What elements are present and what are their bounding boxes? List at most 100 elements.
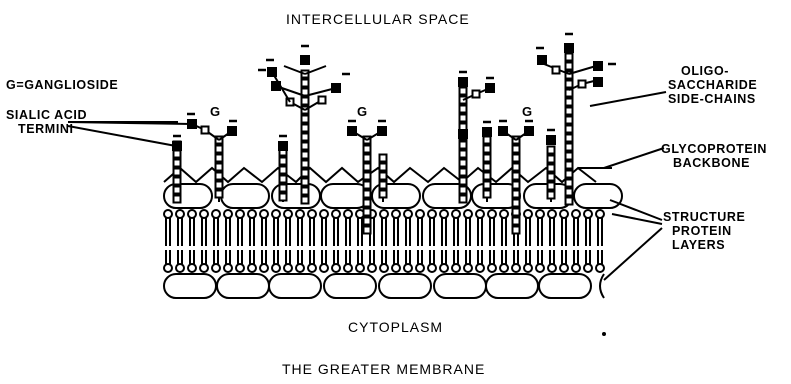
lipid-head [248,264,256,272]
sugar-unit [484,191,491,198]
sialic-unit [499,127,507,135]
sugar-unit [513,182,520,189]
sugar-unit [566,90,573,97]
sugar-unit [364,209,371,216]
lipid-head [260,264,268,272]
lipid-head [416,264,424,272]
intercellular-space-label: INTERCELLULAR SPACE [286,12,470,26]
sugar-unit [566,81,573,88]
protein-oval [321,184,369,208]
sugar-unit [460,169,467,176]
lipid-head [176,264,184,272]
lipid-head [188,264,196,272]
lipid-head [188,210,196,218]
sugar-unit [566,189,573,196]
lipid-head [236,210,244,218]
structure-leader-line [604,228,662,280]
sugar-unit [364,146,371,153]
membrane-caption: THE GREATER MEMBRANE [282,362,485,376]
lipid-head [428,264,436,272]
sugar-unit [174,178,181,185]
sugar-unit [216,182,223,189]
ganglioside-legend: G=GANGLIOSIDE [6,78,118,92]
sugar-unit [566,171,573,178]
lipid-head [272,210,280,218]
structure-leader-line [610,200,662,220]
sugar-unit [566,135,573,142]
sialic-unit [565,44,573,52]
sugar-unit [513,155,520,162]
sugar-unit [460,187,467,194]
sugar-unit [364,173,371,180]
protein-oval [269,274,321,298]
protein-oval [221,184,269,208]
lipid-head [164,264,172,272]
lipid-head [344,264,352,272]
lipid-head [224,210,232,218]
lipid-head [344,210,352,218]
lipid-head [548,264,556,272]
sugar-unit [319,97,326,104]
sugar-unit [548,174,555,181]
sugar-unit [566,117,573,124]
glycoprotein-label-line-2: BACKBONE [673,156,750,170]
protein-oval [539,274,591,298]
lipid-head [212,210,220,218]
protein-oval [574,184,622,208]
sialic-unit [547,136,555,144]
sugar-unit [280,194,287,201]
lipid-head [536,210,544,218]
sugar-unit [364,200,371,207]
sugar-unit [364,164,371,171]
lipid-head [440,210,448,218]
lipid-head [524,264,532,272]
sugar-unit [216,191,223,198]
sugar-unit [216,155,223,162]
lipid-head [308,264,316,272]
sugar-unit [460,196,467,203]
sugar-unit [174,151,181,158]
sugar-unit [280,167,287,174]
lipid-head [584,264,592,272]
sugar-unit [566,153,573,160]
sugar-unit [302,161,309,168]
sialic-unit [348,127,356,135]
lipid-head [464,210,472,218]
lipid-head [176,210,184,218]
lipid-head [464,264,472,272]
oligosaccharide-label-line-1: OLIGO- [681,64,729,78]
oligo-leader-line [590,92,666,106]
sugar-unit [484,173,491,180]
sugar-unit [460,106,467,113]
sugar-unit [513,191,520,198]
lipid-head [584,210,592,218]
sugar-unit [566,108,573,115]
lipid-head [368,264,376,272]
sialic-unit [594,78,602,86]
lipid-head [356,264,364,272]
lipid-head [380,210,388,218]
lipid-head [164,210,172,218]
ganglioside-marker-3: G [522,104,532,119]
sugar-unit [460,88,467,95]
lipid-head [320,210,328,218]
protein-oval [164,184,212,208]
lipid-head [320,264,328,272]
sugar-unit [302,188,309,195]
lipid-head [308,210,316,218]
sugar-unit [548,192,555,199]
sialic-unit [538,56,546,64]
sugar-unit [548,147,555,154]
sugar-unit [566,63,573,70]
sugar-unit [280,185,287,192]
lipid-head [284,264,292,272]
sugar-unit [380,173,387,180]
sugar-unit [302,116,309,123]
sugar-unit [513,227,520,234]
sugar-unit [302,197,309,204]
sugar-unit [513,146,520,153]
sialic-unit [459,78,467,86]
sugar-unit [380,191,387,198]
sialic-unit [525,127,533,135]
lipid-head [488,264,496,272]
